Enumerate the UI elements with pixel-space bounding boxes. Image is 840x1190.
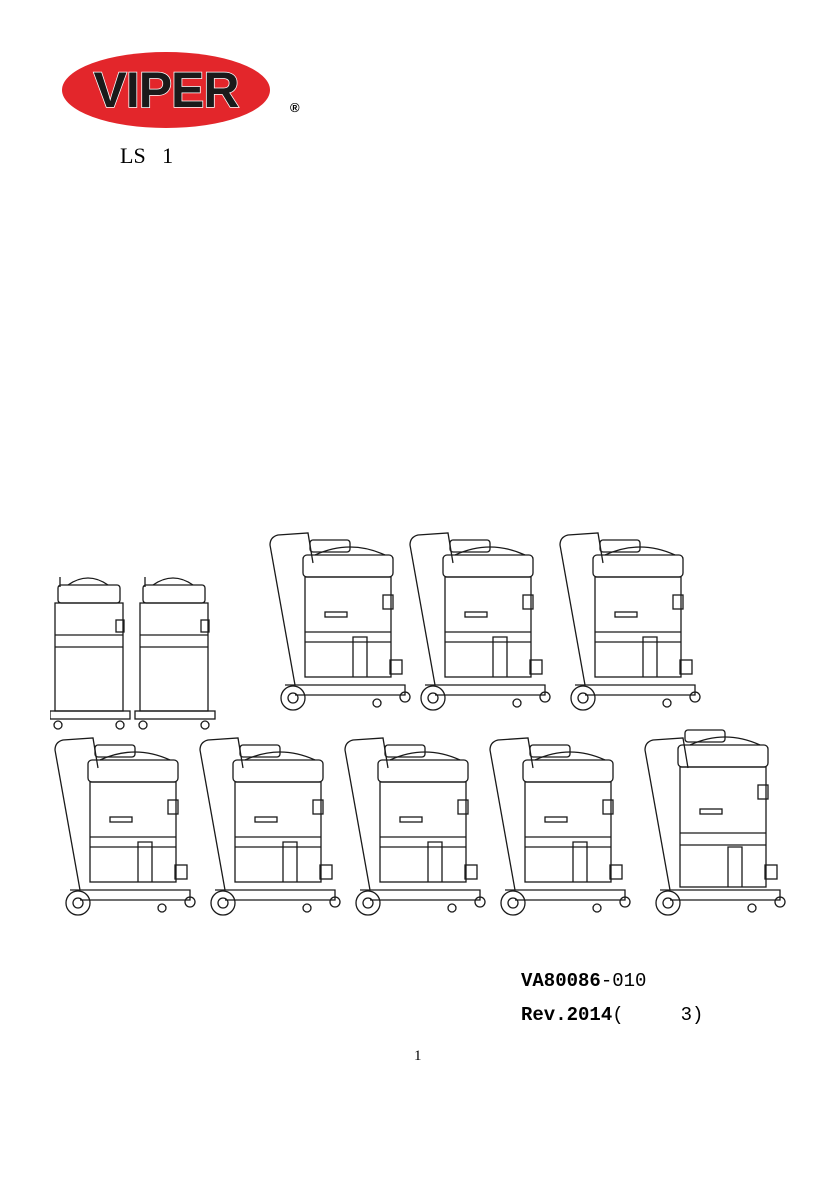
revision: Rev.2014( 3) [521, 1004, 703, 1026]
registered-mark: ® [290, 100, 300, 115]
trolley-vacuum-drawing [345, 738, 485, 915]
trolley-vacuum-drawing [270, 533, 410, 710]
compact-vacuum-drawing [50, 577, 130, 729]
trolley-vacuum-drawing [410, 533, 550, 710]
logo-wordmark: VIPER [93, 62, 239, 118]
trolley-vacuum-drawing [55, 738, 195, 915]
viper-logo: VIPER ® [58, 50, 308, 130]
document-code-suffix: -010 [601, 970, 647, 992]
page-number: 1 [414, 1048, 422, 1065]
document-code-bold: VA80086 [521, 970, 601, 992]
trolley-vacuum-drawing [200, 738, 340, 915]
trolley-vacuum-drawing [490, 738, 630, 915]
revision-suffix: ( 3) [612, 1004, 703, 1026]
trolley-vacuum-drawing [560, 533, 700, 710]
document-code: VA80086-010 [521, 970, 646, 992]
revision-bold: Rev.2014 [521, 1004, 612, 1026]
compact-vacuum-drawing [135, 577, 215, 729]
model-title: LS 1 [120, 143, 173, 169]
machine-illustration [50, 525, 790, 920]
trolley-vacuum-drawing [645, 730, 785, 915]
